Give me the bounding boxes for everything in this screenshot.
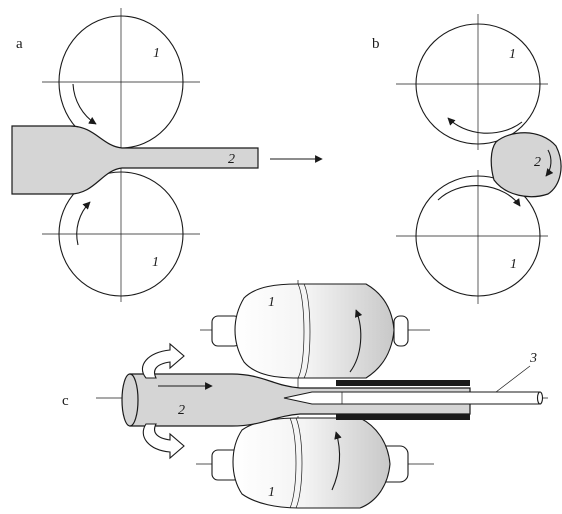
rotation-arrow-icon <box>437 185 521 207</box>
panel-a: a 1 1 2 <box>11 8 323 302</box>
panel-c-mandrel-label: 3 <box>529 351 537 366</box>
panel-a-letter: a <box>16 36 23 52</box>
panel-c-letter: c <box>62 393 69 409</box>
panel-b: b 1 1 2 <box>372 14 562 304</box>
panel-b-bottom-roll-label: 1 <box>510 257 517 272</box>
mandrel-leader-line <box>495 365 531 393</box>
rotation-arrow-icon <box>349 309 363 373</box>
tube-wall-top <box>336 380 470 386</box>
tube-wall-bottom <box>336 414 470 420</box>
panel-b-workpiece <box>490 132 562 198</box>
panel-a-workpiece <box>11 125 259 195</box>
panel-b-bottom-roll: 1 <box>396 170 548 304</box>
panel-b-top-roll-label: 1 <box>509 47 516 62</box>
panel-a-top-roll-label: 1 <box>153 46 160 61</box>
panel-a-bottom-roll: 1 <box>42 166 200 302</box>
panel-b-top-roll: 1 <box>396 14 548 150</box>
panel-a-workpiece-label: 2 <box>228 152 235 167</box>
panel-b-letter: b <box>372 36 380 52</box>
rotation-arrow-icon <box>76 201 91 246</box>
panel-c-workpiece-label: 2 <box>178 403 185 418</box>
rotation-arrow-icon <box>72 83 97 125</box>
rotation-arrow-icon <box>447 117 523 134</box>
rotation-arrow-icon <box>331 431 342 491</box>
panel-a-bottom-roll-label: 1 <box>152 255 159 270</box>
rotation-arrow-icon <box>545 149 554 177</box>
panel-c-mandrel <box>283 391 541 405</box>
panel-c-top-roll: 1 <box>200 280 430 392</box>
panel-c-bottom-roll-label: 1 <box>268 485 275 500</box>
panel-c-top-roll-label: 1 <box>268 295 275 310</box>
panel-b-workpiece-label: 2 <box>534 155 541 170</box>
panel-c: c 1 1 <box>62 280 548 509</box>
billet-rotation-icon <box>141 342 185 460</box>
panel-c-bottom-roll: 1 <box>196 416 434 509</box>
